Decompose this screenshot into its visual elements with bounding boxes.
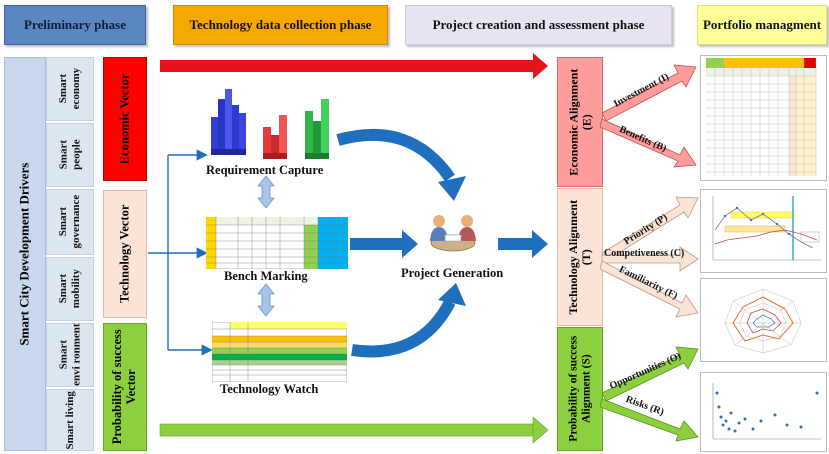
probability-alignment-label: Probability of success Alignment (S)	[567, 336, 592, 442]
competiveness-arrow	[601, 246, 699, 272]
phase-project-creation: Project creation and assessment phase	[405, 5, 672, 45]
drivers-title: Smart City Development Drivers	[16, 162, 32, 346]
phase-preliminary-label: Preliminary phase	[24, 17, 126, 32]
requirement-capture-icons	[211, 89, 329, 159]
technology-vector-label: Technology Vector	[117, 204, 132, 304]
economic-alignment-label: Economic Alignment (E)	[565, 68, 593, 176]
blue-bar-cluster-icon	[211, 89, 246, 155]
technology-alignment-box: Technology Alignment (T)	[557, 188, 603, 326]
driver-smart-environment-label: Smart envi ronment	[57, 323, 82, 387]
opportunities-arrow	[601, 346, 699, 402]
phase-project-creation-label: Project creation and assessment phase	[432, 17, 645, 32]
economic-vector-label: Economic Vector	[117, 73, 132, 165]
technology-watch-table	[212, 322, 347, 382]
probability-alignment-box: Probability of success Alignment (S)	[557, 327, 603, 451]
phase-technology-data: Technology data collection phase	[173, 5, 388, 45]
priority-arrow	[601, 196, 699, 262]
portfolio-radar-chart-thumbnail	[700, 278, 827, 362]
red-bar-cluster-icon	[263, 115, 287, 159]
driver-smart-governance-label: Smart governance	[57, 195, 83, 249]
benchmark-to-project-arrow	[350, 230, 418, 258]
project-to-alignment-arrow	[498, 230, 548, 258]
driver-smart-governance: Smart governance	[46, 189, 94, 255]
economic-vector-box: Economic Vector	[103, 57, 147, 181]
driver-smart-mobility-label: Smart mobility	[57, 269, 82, 309]
probability-vector-label: Probability of success Vector	[110, 329, 139, 445]
probability-vector-box: Probability of success Vector	[103, 323, 147, 451]
portfolio-scatter-chart-thumbnail	[700, 372, 827, 452]
driver-smart-people: Smart people	[46, 123, 94, 187]
competiveness-label: Competiveness (C)	[604, 248, 685, 259]
requirement-capture-label: Requirement Capture	[206, 163, 324, 177]
probability-flow-arrow	[159, 416, 549, 444]
economic-flow-arrow	[160, 53, 548, 79]
economic-alignment-box: Economic Alignment (E)	[557, 57, 603, 187]
portfolio-line-chart-thumbnail	[700, 189, 827, 273]
phase-technology-data-label: Technology data collection phase	[189, 17, 372, 32]
drivers-title-panel: Smart City Development Drivers	[4, 57, 46, 451]
driver-smart-living: Smart living	[46, 389, 94, 451]
driver-smart-economy: Smart economy	[46, 57, 94, 121]
technology-vector-connector	[148, 149, 213, 356]
phase-portfolio: Portfolio managment	[697, 5, 827, 45]
green-bar-cluster-icon	[305, 99, 329, 159]
driver-smart-people-label: Smart people	[57, 139, 82, 171]
technology-alignment-label: Technology Alignment (T)	[565, 199, 594, 315]
driver-smart-environment: Smart envi ronment	[46, 323, 94, 387]
portfolio-spreadsheet-thumbnail	[700, 55, 827, 181]
watch-to-project-arrow	[351, 283, 466, 358]
bench-marking-label: Bench Marking	[224, 269, 308, 283]
benefits-arrow	[600, 118, 697, 168]
bench-marking-table	[206, 217, 348, 269]
phase-preliminary: Preliminary phase	[4, 5, 146, 45]
risks-arrow	[600, 398, 699, 442]
requirement-benchmark-double-arrow	[257, 175, 275, 209]
benchmark-watch-double-arrow	[257, 283, 275, 317]
investment-arrow	[601, 64, 697, 122]
criteria-arrows	[600, 64, 699, 442]
project-generation-label: Project Generation	[401, 266, 504, 280]
driver-smart-living-label: Smart living	[63, 390, 76, 450]
requirement-to-project-arrow	[336, 128, 466, 201]
technology-vector-box: Technology Vector	[103, 190, 147, 318]
driver-smart-mobility: Smart mobility	[46, 257, 94, 321]
driver-smart-economy-label: Smart economy	[57, 68, 82, 110]
technology-watch-label: Technology Watch	[220, 382, 319, 396]
meeting-people-icon	[430, 215, 476, 252]
familiarity-arrow	[600, 260, 699, 318]
phase-portfolio-label: Portfolio managment	[702, 17, 822, 32]
